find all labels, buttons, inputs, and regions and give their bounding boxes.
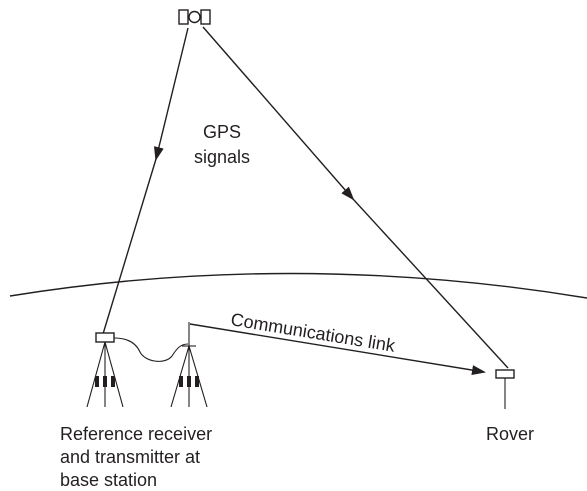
rover-receiver-icon <box>495 369 515 409</box>
satellite-icon <box>178 9 211 25</box>
gps-signals-label: GPS <box>203 122 241 142</box>
base-station-label: Reference receiver <box>60 424 212 444</box>
earth-horizon-curve <box>9 272 587 299</box>
gps-signal-to-rover <box>202 26 509 369</box>
reference-receiver-tripod <box>86 332 124 408</box>
connecting-cable <box>113 337 189 362</box>
communications-link-arrow <box>189 323 486 376</box>
transmitter-tripod <box>170 322 208 408</box>
communications-link-label: Communications link <box>229 309 397 356</box>
rover-label: Rover <box>486 424 534 444</box>
base-station-label: and transmitter at <box>60 447 200 467</box>
gps-signal-to-base <box>102 27 189 335</box>
base-station-label: base station <box>60 470 157 490</box>
gps-signals-label: signals <box>194 147 250 167</box>
